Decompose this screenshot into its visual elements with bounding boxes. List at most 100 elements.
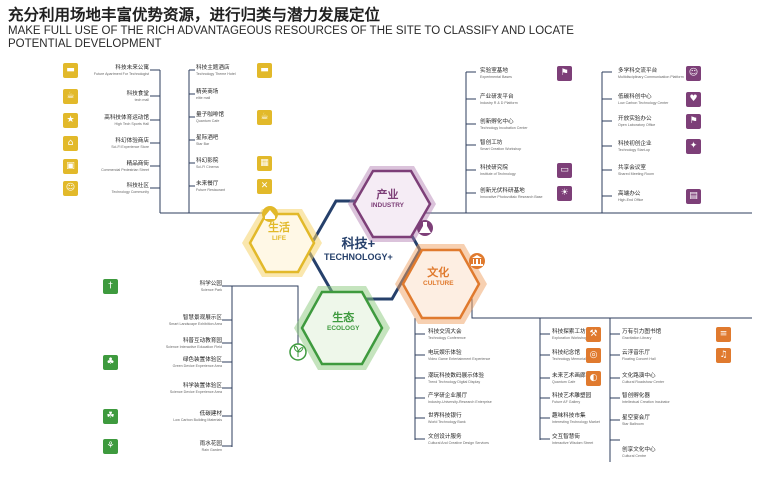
ecology-item-zh: 智慧景观展示区 xyxy=(182,315,222,321)
culture-a-item-en: World Technology Bank xyxy=(428,419,466,424)
page-title: 充分利用场地丰富优势资源，进行归类与潜力发展定位 xyxy=(8,7,381,24)
monitor-icon: ▭ xyxy=(557,163,572,178)
life-left-item-zh: 科技社区 xyxy=(126,183,149,189)
microscope-icon: ⚑ xyxy=(686,114,701,129)
industry-left-item-zh: 产业研发平台 xyxy=(480,94,514,100)
handshake-icon: ✦ xyxy=(686,139,701,154)
life-left-item-zh: 科技未来公寓 xyxy=(115,65,149,71)
life-left-item-en: Sci-Fi Experience Store xyxy=(111,144,149,149)
life-left-item-en: Commercial Pedestrian Street xyxy=(101,167,149,172)
culture-c-item-zh: 创享文化中心 xyxy=(622,447,656,453)
culture-b-item-zh: 交互智慧街 xyxy=(552,434,580,440)
culture-b-item-en: Interesting Technology Market xyxy=(552,419,600,424)
culture-a-item-en: Video Game Entertainment Experience xyxy=(428,356,491,361)
ecology-item-en: Science Interactive Education Field xyxy=(165,344,222,349)
life-left-item-en: Technology Community xyxy=(111,189,149,194)
garden-icon: ⚘ xyxy=(103,439,118,454)
life-left-item-en: tech mall xyxy=(134,97,149,102)
culture-b-item-zh: 科技纪念馆 xyxy=(552,350,580,356)
culture-a-item-zh: 世界科技银行 xyxy=(428,413,462,419)
life-left-item-en: High Tech Sports Hall xyxy=(114,121,150,126)
life-left-item-zh: 精品商街 xyxy=(126,161,149,167)
leaf-icon: ☘ xyxy=(103,409,118,424)
industry-left-item-en: Experimental Bases xyxy=(480,74,512,79)
culture-c-item-en: Cultural Centre xyxy=(622,453,647,458)
bed-icon: ▬ xyxy=(257,63,272,78)
life-left-item-zh: 高科技体育运动馆 xyxy=(104,115,149,121)
trophy-icon: ★ xyxy=(63,113,78,128)
industry-right-item-zh: 高端办公 xyxy=(618,191,641,197)
bed-icon: ▬ xyxy=(63,63,78,78)
industry-right-item-en: High-End Office xyxy=(618,197,644,202)
life-left-item-en: Future Apartment For Technologist xyxy=(93,71,149,76)
life-right-item-en: Star Bar xyxy=(196,141,210,146)
industry-left-item-en: Industry R & D Platform xyxy=(480,100,518,105)
ecology-item-zh: 绿色装置体验区 xyxy=(182,357,222,363)
life-right-item-zh: 星际酒吧 xyxy=(196,135,219,141)
culture-b-item-zh: 未来艺术画廊 xyxy=(552,373,586,379)
branch-lines xyxy=(150,69,752,462)
heart-icon: ♥ xyxy=(686,92,701,107)
culture-c-item-zh: 万有引力图书馆 xyxy=(622,329,662,335)
life-right-item-zh: 科技主题酒店 xyxy=(196,65,230,71)
microscope-icon: ⚑ xyxy=(557,66,572,81)
culture-a-item-zh: 科技交流大会 xyxy=(428,329,462,335)
life-right-item-zh: 科幻影院 xyxy=(196,158,219,164)
tree-icon: ♣ xyxy=(103,355,118,370)
ecology-item-en: Low Carbon Building Materials xyxy=(173,417,222,422)
life-hexagon xyxy=(248,212,316,274)
industry-left-item-zh: 实验室基地 xyxy=(480,68,508,74)
industry-right-item-en: Technology Start-up xyxy=(618,147,650,152)
runner-icon: † xyxy=(103,279,118,294)
life-right-item-en: Future Restaurant xyxy=(196,187,225,192)
cutlery-icon: ✕ xyxy=(257,179,272,194)
industry-left-item-zh: 科技研究院 xyxy=(480,165,508,171)
industry-left-item-en: Institute of Technology xyxy=(480,171,516,176)
ecology-item-en: Science Park xyxy=(200,287,222,292)
life-left-item-zh: 科技食堂 xyxy=(126,91,149,97)
industry-left-item-zh: 智创工坊 xyxy=(480,140,503,146)
music-icon: ♫ xyxy=(716,348,731,363)
shop-icon: ▣ xyxy=(63,159,78,174)
ecology-item-zh: 雨水花园 xyxy=(199,441,222,447)
ecology-item-zh: 低碳建材 xyxy=(199,411,222,417)
industry-hexagon xyxy=(352,169,432,239)
culture-a-item-zh: 产学研企业展厅 xyxy=(428,393,468,399)
people-icon: ☺ xyxy=(686,66,701,81)
culture-hexagon xyxy=(401,248,481,320)
culture-c-item-en: Gravitation Library xyxy=(622,335,652,340)
culture-a-item-zh: 潮玩科技数码展示体验 xyxy=(428,373,484,379)
culture-a-item-en: Cultural And Creative Design Services xyxy=(428,440,489,445)
ecology-connector xyxy=(231,285,299,447)
culture-b-item-en: Exploration Workshop xyxy=(552,335,588,340)
culture-a-item-zh: 电玩娱乐体验 xyxy=(428,350,462,356)
life-right-item-zh: 未来餐厅 xyxy=(196,181,219,187)
